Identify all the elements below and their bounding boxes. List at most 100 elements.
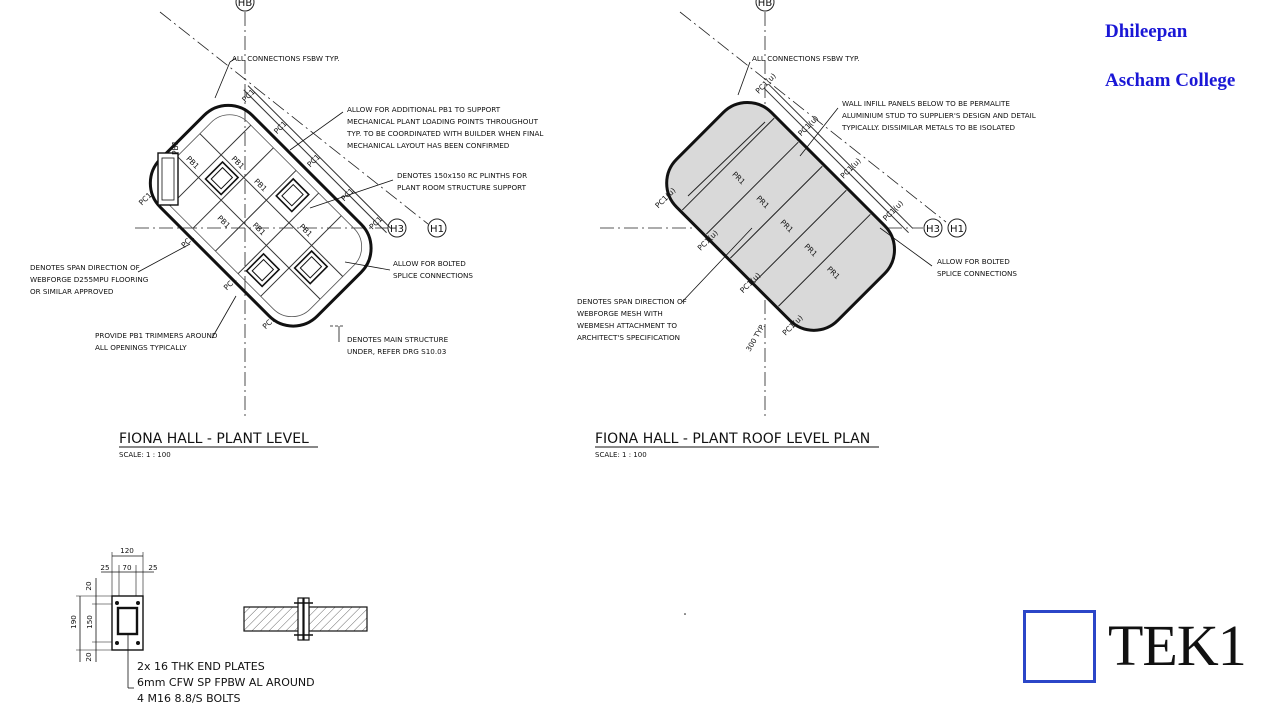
note-wall-infill: WALL INFILL PANELS BELOW TO BE PERMALITE <box>842 99 1010 108</box>
left-beam <box>215 170 297 252</box>
bolt <box>136 601 140 605</box>
dim-150: 150 <box>85 615 94 629</box>
left-plan-scale: SCALE: 1 : 100 <box>119 451 171 459</box>
brand-logo: TEK1 <box>1108 613 1247 678</box>
left-outline <box>148 103 373 328</box>
left-plinth <box>204 160 240 196</box>
left-inner-outline <box>159 114 363 318</box>
member-label: PB1 <box>230 154 247 171</box>
leader-line <box>137 243 191 273</box>
member-label: PC1 <box>240 87 257 104</box>
dim-120: 120 <box>120 546 134 555</box>
right-tie-line <box>687 121 766 197</box>
dim-20-bottom: 20 <box>84 652 93 662</box>
leader-line <box>289 111 344 151</box>
note-additional-pb1: ALLOW FOR ADDITIONAL PB1 TO SUPPORT <box>347 105 501 114</box>
dim-190: 190 <box>69 615 78 629</box>
left-plan: HB H3 H1 PC1 PC1 PC1 <box>30 0 543 459</box>
left-beam <box>169 124 252 207</box>
right-plan-scale: SCALE: 1 : 100 <box>595 451 647 459</box>
right-rafter <box>730 165 823 259</box>
right-grid-bubble-hb <box>755 0 775 12</box>
note-span-roof: ARCHITECT'S SPECIFICATION <box>577 333 680 342</box>
leader-line <box>879 227 933 267</box>
splice-plate-right <box>303 597 310 641</box>
note-span-direction: DENOTES SPAN DIRECTION OF <box>30 263 140 272</box>
left-grid-label-h3: H3 <box>390 224 404 235</box>
left-beam <box>176 155 321 300</box>
note-span-roof: WEBMESH ATTACHMENT TO <box>577 321 677 330</box>
right-gridline-diagonal <box>679 11 947 223</box>
left-edge-line <box>247 85 392 229</box>
member-label: PB1 <box>184 154 201 171</box>
left-grid-bubble-h3 <box>387 218 407 238</box>
dim-25-right: 25 <box>148 563 157 572</box>
leader-line <box>309 179 394 209</box>
member-label: PC1 <box>179 233 196 250</box>
note-trimmers: ALL OPENINGS TYPICALLY <box>95 343 187 352</box>
member-label: PB1 <box>251 221 268 238</box>
left-grid-label-h1: H1 <box>430 224 444 235</box>
bolt <box>115 641 119 645</box>
note-plinths: PLANT ROOM STRUCTURE SUPPORT <box>397 183 527 192</box>
member-label: PB1 <box>171 140 180 155</box>
detail-note-bolts: 4 M16 8.8/S BOLTS <box>137 692 241 705</box>
dimension-300-typ: 300 TYP. <box>744 322 767 353</box>
leader-line <box>737 61 751 96</box>
note-wall-infill: TYPICALLY. DISSIMILAR METALS TO BE ISOLA… <box>841 123 1016 132</box>
member-label: PC1(u) <box>881 199 905 223</box>
note-additional-pb1: MECHANICAL PLANT LOADING POINTS THROUGHO… <box>347 117 539 126</box>
left-edge-line <box>243 89 387 234</box>
right-roof-outline <box>665 101 896 332</box>
left-beam <box>199 133 344 277</box>
shs-section <box>116 606 139 636</box>
left-beam <box>192 147 274 229</box>
left-grid-label-hb: HB <box>238 0 253 9</box>
right-rafter <box>681 117 775 211</box>
member-label: PC1 <box>261 314 278 331</box>
detail-note-end-plates: 2x 16 THK END PLATES <box>137 660 265 673</box>
connection-detail: 120 25 70 25 20 190 150 20 2x 16 THK END… <box>69 546 368 705</box>
right-rafter <box>754 189 847 283</box>
note-connections-roof: ALL CONNECTIONS FSBW TYP. <box>752 54 860 63</box>
right-grid-label-h3: H3 <box>926 224 940 235</box>
logo-box-icon <box>1023 610 1096 683</box>
note-span-roof: DENOTES SPAN DIRECTION OF <box>577 297 687 306</box>
bolt <box>115 601 119 605</box>
detail-note-weld: 6mm CFW SP FPBW AL AROUND <box>137 676 315 689</box>
left-side-opening <box>157 152 179 206</box>
note-additional-pb1: MECHANICAL LAYOUT HAS BEEN CONFIRMED <box>347 141 510 150</box>
member-label: PB1 <box>297 222 314 239</box>
note-bolted-splice: ALLOW FOR BOLTED <box>393 259 466 268</box>
right-rafter <box>778 213 871 307</box>
note-main-structure: DENOTES MAIN STRUCTURE <box>347 335 449 344</box>
left-side-opening-inner <box>161 157 175 201</box>
right-grid-label-h1: H1 <box>950 224 964 235</box>
author-name: Dhileepan <box>1105 21 1188 42</box>
left-plinth <box>275 177 310 213</box>
note-span-direction: OR SIMILAR APPROVED <box>30 287 114 296</box>
member-label: PC1(u) <box>839 156 863 180</box>
note-bolted-splice: SPLICE CONNECTIONS <box>393 271 473 280</box>
member-label: PC1(u) <box>754 71 778 95</box>
right-edge-line <box>763 88 909 234</box>
bolt <box>136 641 140 645</box>
leader-line <box>214 61 231 99</box>
dim-20-top: 20 <box>84 581 93 591</box>
dim-70: 70 <box>122 563 132 572</box>
note-span-direction: WEBFORGE D255MPU FLOORING <box>30 275 148 284</box>
left-plinth <box>293 249 329 285</box>
member-label: PC1 <box>272 119 289 136</box>
left-gridline-diagonal <box>159 11 429 225</box>
dim-25-left: 25 <box>100 563 109 572</box>
right-rafter <box>705 141 799 235</box>
leader-line <box>799 107 839 157</box>
beam-elevation-right <box>308 606 368 632</box>
left-beam <box>237 192 320 275</box>
note-plinths: DENOTES 150x150 RC PLINTHS FOR <box>397 171 527 180</box>
splice-plate-left <box>297 597 304 641</box>
note-additional-pb1: TYP. TO BE COORDINATED WITH BUILDER WHEN… <box>346 129 543 138</box>
institution-name: Ascham College <box>1105 70 1236 91</box>
right-edge-line <box>768 83 914 229</box>
